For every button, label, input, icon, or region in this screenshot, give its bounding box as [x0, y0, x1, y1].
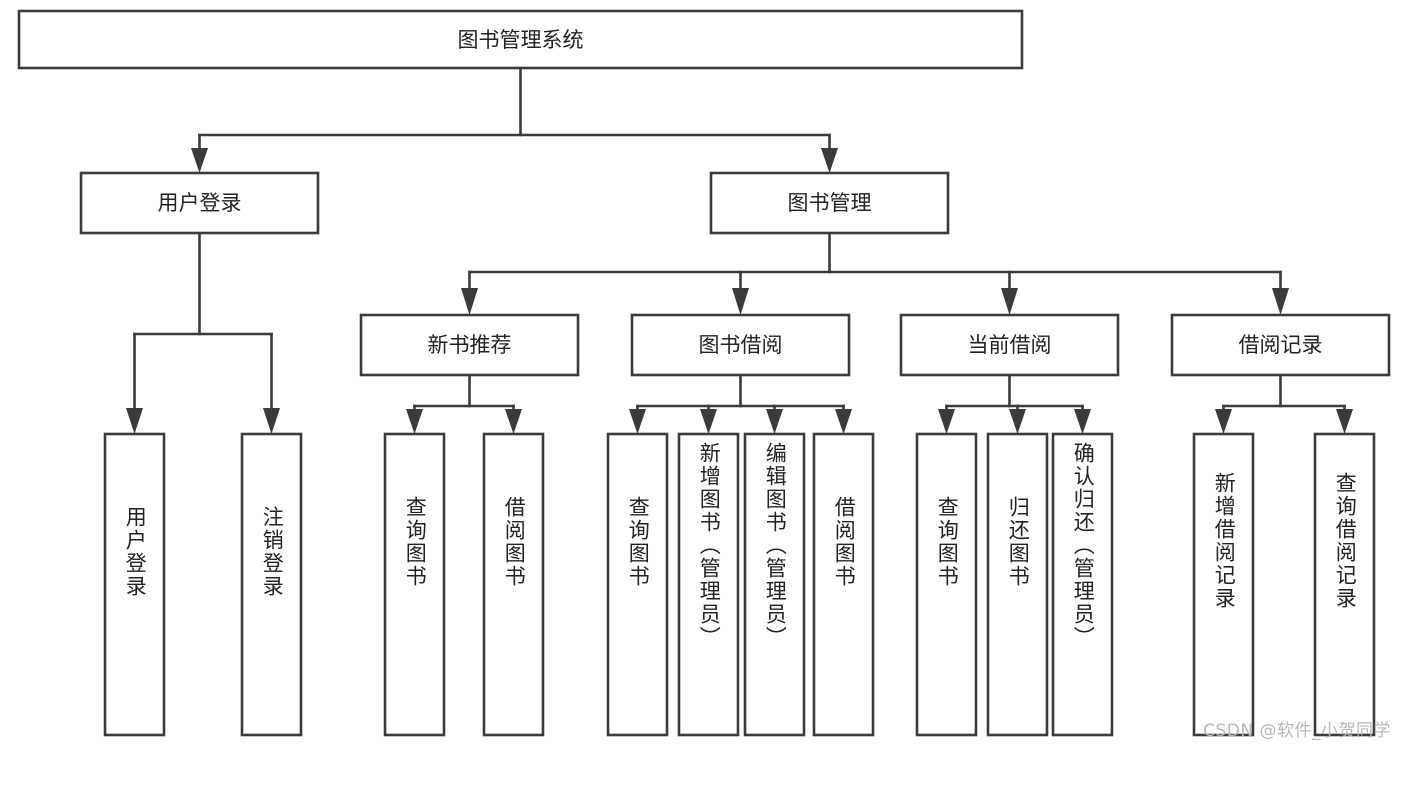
arrow-head-borrow-l4: [835, 409, 852, 434]
leaf-box-query-borrow-record[interactable]: [1313, 432, 1376, 737]
node-borrow-record-label: 借阅记录: [1239, 333, 1323, 357]
node-new-book-recommend-label: 新书推荐: [428, 333, 512, 357]
node-current-borrow-label: 当前借阅: [968, 333, 1052, 357]
node-user-login-box[interactable]: [79, 171, 320, 235]
arrow-head-bookmgmt-c2: [732, 288, 749, 315]
arrow-head-to-login: [191, 148, 208, 173]
arrow-head-record-l2: [1336, 409, 1353, 434]
arrow-head-login-l1: [126, 408, 143, 434]
leaf-box-borrow-book[interactable]: [812, 432, 875, 737]
leaf-box-query-book-current[interactable]: [915, 432, 978, 737]
node-user-login[interactable]: 用户登录: [79, 171, 320, 235]
leaf-box-query-book-borrow[interactable]: [606, 432, 669, 737]
leaf-box-edit-book-admin[interactable]: [743, 432, 806, 737]
leaf-box-query-book-newbook[interactable]: [383, 432, 446, 737]
arrow-head-borrow-l2: [700, 409, 717, 434]
arrow-head-login-l2: [263, 408, 280, 434]
node-new-book-recommend[interactable]: 新书推荐: [359, 313, 580, 377]
arrow-head-bookmgmt-c1: [461, 288, 478, 315]
node-current-borrow-box[interactable]: [899, 313, 1120, 377]
arrow-head-to-bookmgmt: [821, 148, 838, 173]
leaf-box-user-login[interactable]: [103, 432, 166, 737]
node-book-borrow-box[interactable]: [630, 313, 851, 377]
node-new-book-recommend-box[interactable]: [359, 313, 580, 377]
leaf-box-confirm-return-admin[interactable]: [1051, 432, 1114, 737]
node-layer: 图书管理系统 用户登录 图书管理 新书推荐 图书借阅 当前: [17, 9, 1391, 737]
arrow-head-current-l3: [1074, 409, 1091, 434]
node-user-login-label: 用户登录: [158, 191, 242, 215]
arrow-head-current-l2: [1009, 409, 1026, 434]
leaf-box-add-borrow-record[interactable]: [1192, 432, 1255, 737]
diagram-canvas: 图书管理系统 用户登录 图书管理 新书推荐 图书借阅 当前: [17, 9, 1391, 737]
arrow-head-bookmgmt-c3: [1001, 288, 1018, 315]
node-root-box[interactable]: [17, 9, 1024, 70]
arrow-head-newbook-l2: [505, 409, 522, 434]
node-book-management[interactable]: 图书管理: [709, 171, 950, 235]
arrow-head-current-l1: [938, 409, 955, 434]
node-book-management-box[interactable]: [709, 171, 950, 235]
leaf-box-borrow-book-newbook[interactable]: [482, 432, 545, 737]
watermark: CSDN @软件_小贺同学: [1203, 721, 1391, 741]
node-root-label: 图书管理系统: [458, 28, 584, 52]
arrow-head-borrow-l3: [766, 409, 783, 434]
node-book-management-label: 图书管理: [788, 191, 872, 215]
node-borrow-record-box[interactable]: [1170, 313, 1391, 377]
arrow-head-newbook-l1: [406, 409, 423, 434]
arrow-head-borrow-l1: [629, 409, 646, 434]
node-borrow-record[interactable]: 借阅记录: [1170, 313, 1391, 377]
leaf-box-return-book[interactable]: [986, 432, 1049, 737]
leaf-box-logout-login[interactable]: [240, 432, 303, 737]
node-root[interactable]: 图书管理系统: [17, 9, 1024, 70]
leaf-box-add-book-admin[interactable]: [677, 432, 740, 737]
node-book-borrow[interactable]: 图书借阅: [630, 313, 851, 377]
connector-layer: [126, 66, 1353, 434]
diagram-root: 图书管理系统 用户登录 图书管理 新书推荐 图书借阅 当前: [17, 9, 1391, 741]
arrow-head-record-l1: [1215, 409, 1232, 434]
arrow-head-bookmgmt-c4: [1272, 288, 1289, 315]
node-book-borrow-label: 图书借阅: [699, 333, 783, 357]
node-current-borrow[interactable]: 当前借阅: [899, 313, 1120, 377]
